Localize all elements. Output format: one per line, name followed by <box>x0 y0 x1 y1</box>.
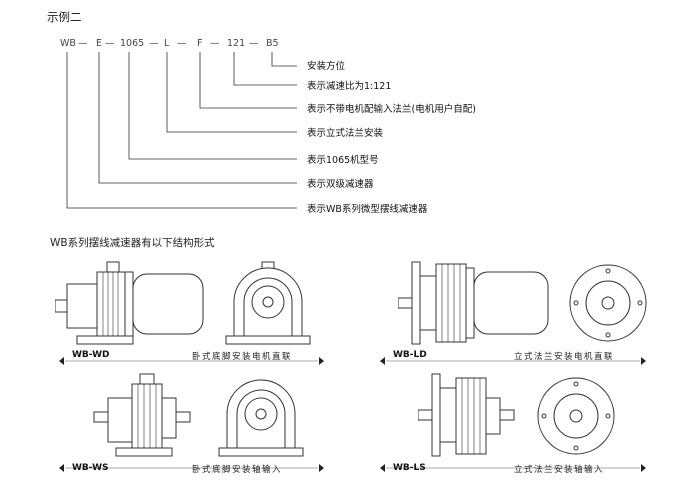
code-part-f: F <box>197 38 203 49</box>
wb-ld-front-view <box>569 264 647 342</box>
wb-ws-caption-line <box>59 464 324 472</box>
wb-ws-front-view <box>218 379 304 457</box>
wb-ld-caption-line <box>380 357 646 365</box>
wb-wd-caption-line <box>59 357 324 365</box>
model-wb-ws: WB-WS <box>72 463 109 473</box>
code-part-b5: B5 <box>266 38 279 49</box>
code-part-121: 121 <box>227 38 246 49</box>
desc-model-number: 表示1065机型号 <box>307 155 379 166</box>
caption-wb-wd: 卧式底脚安装电机直联 <box>192 352 293 362</box>
caption-wb-ld: 立式法兰安装电机直联 <box>514 352 615 362</box>
code-part-wb: WB <box>60 38 76 49</box>
callout-lines <box>66 52 297 209</box>
code-dash: — <box>149 38 159 49</box>
desc-input-flange: 表示不带电机配输入法兰(电机用户自配) <box>307 104 476 115</box>
model-wb-wd: WB-WD <box>72 350 110 360</box>
code-part-l: L <box>164 38 170 49</box>
wb-ls-side-view <box>418 373 515 457</box>
caption-wb-ls: 立式法兰安装轴输入 <box>514 465 605 475</box>
code-dash: — <box>210 38 220 49</box>
code-part-e: E <box>96 38 103 49</box>
wb-ls-front-view <box>537 377 615 455</box>
code-dash: — <box>78 38 88 49</box>
wb-ld-side-view <box>398 261 549 345</box>
wb-ls-caption-line <box>380 464 646 472</box>
structures-title: WB系列摆线减速器有以下结构形式 <box>50 237 215 249</box>
example-title: 示例二 <box>47 10 82 24</box>
desc-wb-series: 表示WB系列微型摆线减速器 <box>307 204 428 215</box>
desc-mounting: 安装方位 <box>307 61 346 72</box>
wb-ws-side-view <box>93 373 191 457</box>
model-wb-ls: WB-LS <box>393 463 426 473</box>
desc-vertical-flange: 表示立式法兰安装 <box>307 128 384 139</box>
wb-wd-side-view <box>55 261 204 345</box>
desc-double-stage: 表示双级减速器 <box>307 179 374 190</box>
code-dash: — <box>249 38 259 49</box>
caption-wb-ws: 卧式底脚安装轴输入 <box>192 465 283 475</box>
wb-wd-front-view <box>225 261 311 345</box>
code-dash: — <box>105 38 115 49</box>
code-part-1065: 1065 <box>120 38 145 49</box>
desc-ratio: 表示减速比为1:121 <box>307 81 392 92</box>
code-dash: — <box>177 38 187 49</box>
model-wb-ld: WB-LD <box>393 350 427 360</box>
